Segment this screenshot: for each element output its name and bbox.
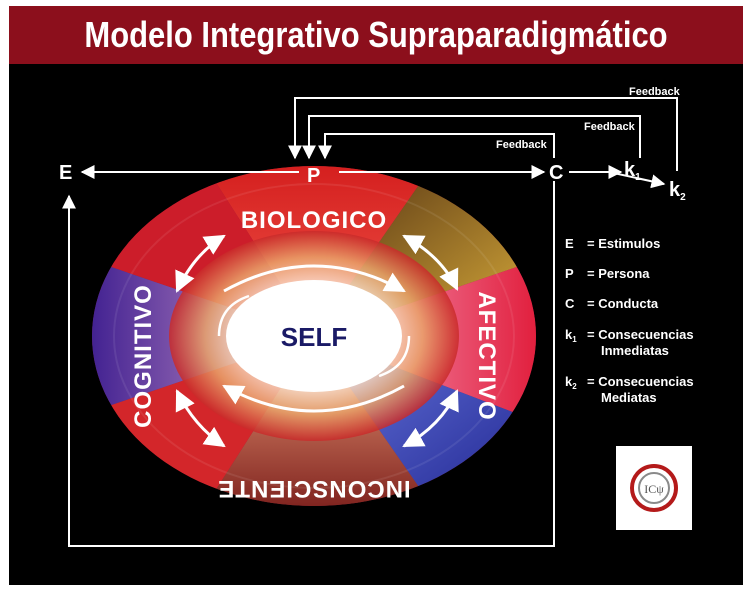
label-afectivo: AFECTIVO xyxy=(473,291,500,420)
label-biologico: BIOLOGICO xyxy=(241,207,387,234)
slide-title: Modelo Integrativo Supraparadigmático xyxy=(84,14,668,55)
label-cognitivo: COGNITIVO xyxy=(130,284,157,428)
legend-p: P= Persona xyxy=(565,266,650,281)
flow-lines xyxy=(62,97,678,547)
logo-text: ICψ xyxy=(644,482,664,496)
label-inconsciente: INCONSCIENTE xyxy=(217,475,410,502)
node-k2: k2 xyxy=(669,179,686,203)
slide-frame: Modelo Integrativo Supraparadigmático xyxy=(9,6,743,585)
self-ellipse xyxy=(226,280,402,392)
node-p: P xyxy=(307,165,320,187)
legend: E= Estimulos P= Persona C= Conducta k1= … xyxy=(565,236,694,405)
model-diagram: SELF BIOLOGICO AFECTIVO COGNITIVO INCONS… xyxy=(59,86,694,547)
feedback-outer-label: Feedback xyxy=(629,86,681,98)
node-k1: k1 xyxy=(624,159,641,183)
node-e: E xyxy=(59,162,72,184)
icpsi-logo: ICψ xyxy=(616,446,692,530)
feedback-inner-label: Feedback xyxy=(496,139,548,151)
feedback-middle-label: Feedback xyxy=(584,121,636,133)
cycle-arrows xyxy=(175,234,459,448)
title-bar: Modelo Integrativo Supraparadigmático xyxy=(9,6,743,64)
self-label: SELF xyxy=(281,322,347,352)
legend-e: E= Estimulos xyxy=(565,236,660,251)
node-c: C xyxy=(549,162,563,184)
legend-c: C= Conducta xyxy=(565,296,659,311)
